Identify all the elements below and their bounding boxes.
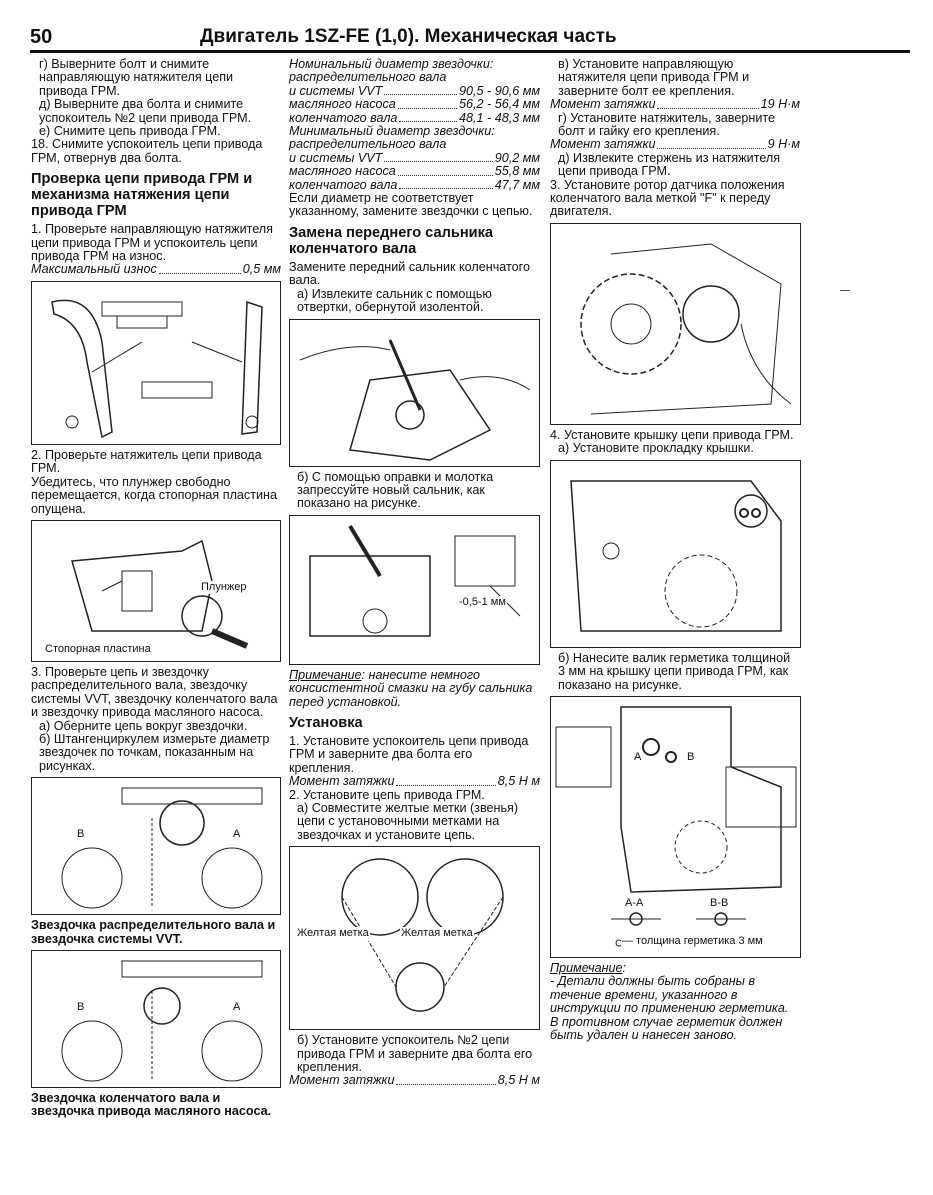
- step-wrap-chain: а) Оберните цепь вокруг звездочки.: [39, 718, 248, 733]
- seal-step-b: б) С помощью оправки и молотка запрессуй…: [297, 469, 494, 511]
- install-step-2c: в) Установите направляющую натяжителя це…: [558, 57, 750, 98]
- install-step-4: 4. Установите крышку цепи привода ГРМ.: [550, 427, 794, 442]
- sealant-drawing: [555, 706, 797, 947]
- figure-seal-remove: [289, 318, 540, 467]
- page-title: Двигатель 1SZ-FE (1,0). Механическая час…: [200, 26, 617, 47]
- install-step-4b: б) Нанесите валик герметика толщиной 3 м…: [558, 650, 791, 692]
- section-heading-seal: Замена переднего сальника коленчатого ва…: [289, 224, 494, 257]
- section-a-marker: A: [633, 750, 643, 765]
- seal-install-drawing: [309, 524, 521, 637]
- nominal-diameter-title: Номинальный диаметр звездочки:: [289, 57, 494, 71]
- section-b-marker: B: [686, 750, 696, 765]
- install-step-4a: а) Установите прокладку крышки.: [558, 441, 754, 456]
- guide-wear-drawing: [51, 299, 263, 438]
- page-header: 50 Двигатель 1SZ-FE (1,0). Механическая …: [30, 26, 910, 52]
- step-check-2: 2. Проверьте натяжитель цепи привода ГРМ…: [31, 447, 262, 476]
- chain-marks-drawing: [341, 858, 504, 1012]
- install-step-2a: а) Совместите желтые метки (звенья) цепи…: [297, 800, 519, 842]
- column-1: г) Выверните болт и снимите направляющую…: [31, 57, 281, 1119]
- seal-intro: Замените передний сальник коленчатого ва…: [289, 259, 530, 288]
- figure-gasket: [550, 459, 801, 648]
- step-check-3: 3. Проверьте цепь и звездочку распредели…: [31, 664, 278, 720]
- install-step-2e: д) Извлеките стержень из натяжителя цепи…: [558, 150, 781, 179]
- figure-crankshaft-sprocket: B A: [31, 949, 281, 1088]
- minimum-diameter-title: Минимальный диаметр звездочки:: [289, 124, 495, 139]
- camshaft-sprocket-drawing: [61, 787, 263, 909]
- header-rule: [30, 50, 910, 53]
- point-a-label: A: [232, 828, 242, 842]
- step-measure: б) Штангенциркулем измерьте диаметр звез…: [39, 731, 270, 773]
- crankshaft-sprocket-drawing: [61, 960, 263, 1082]
- page-number: 50: [30, 26, 53, 48]
- figure-tensioner: Плунжер Стопорная пластина: [31, 519, 281, 662]
- column-3: в) Установите направляющую натяжителя це…: [550, 57, 801, 1042]
- figure-guide-wear: [31, 280, 281, 445]
- scan-mark: [840, 290, 850, 291]
- figure-rotor: [550, 222, 801, 425]
- plunger-note: Убедитесь, что плунжер свободно перемеща…: [31, 474, 277, 516]
- sealant-thickness-label: — толщина герметика 3 мм: [621, 934, 764, 949]
- seal-note: Примечание: нанесите немного консистентн…: [289, 667, 533, 709]
- point-b-label: B: [76, 828, 86, 842]
- minimum-sub: распределительного вала: [289, 137, 447, 152]
- yellow-mark-label-2: Желтая метка: [400, 927, 474, 941]
- step-check-1: 1. Проверьте направляющую натяжителя цеп…: [31, 222, 273, 264]
- section-heading-install: Установка: [289, 714, 363, 731]
- gasket-drawing: [570, 479, 782, 632]
- lock-plate-label: Стопорная пластина: [44, 642, 152, 657]
- point-a-label: A: [232, 1000, 242, 1015]
- figure-camshaft-sprocket: B A: [31, 777, 281, 916]
- plunger-label: Плунжер: [200, 580, 248, 595]
- section-heading-check: Проверка цепи привода ГРМ и механизма на…: [31, 171, 253, 220]
- install-step-2: 2. Установите цепь привода ГРМ.: [289, 787, 485, 802]
- step-remove-guide: г) Выверните болт и снимите направляющую…: [39, 57, 234, 98]
- install-step-2b: б) Установите успокоитель №2 цепи привод…: [297, 1033, 533, 1074]
- seal-remove-drawing: [299, 338, 531, 461]
- install-step-2d: г) Установите натяжитель, заверните болт…: [558, 110, 775, 139]
- caption-crankshaft-sprocket: Звездочка коленчатого вала и звездочка п…: [31, 1090, 272, 1119]
- step-remove-damper2: д) Выверните два болта и снимите успокои…: [39, 97, 252, 125]
- caption-camshaft-sprocket: Звездочка распределительного вала и звез…: [31, 918, 276, 946]
- column-2: Номинальный диаметр звездочки: распредел…: [289, 57, 540, 1088]
- seal-step-a: а) Извлеките сальник с помощью отвертки,…: [297, 286, 492, 315]
- sealant-note: Примечание:- Детали должны быть собраны …: [550, 960, 789, 1042]
- figure-chain-marks: Желтая метка Желтая метка: [289, 846, 540, 1031]
- section-bb-label: B-B: [709, 896, 730, 911]
- section-aa-label: A-A: [624, 896, 645, 911]
- rotor-drawing: [580, 243, 792, 415]
- replace-note: Если диаметр не соответствует указанному…: [289, 191, 533, 219]
- depth-label: -0,5-1 мм: [458, 595, 507, 610]
- point-b-label: B: [76, 1000, 86, 1015]
- nominal-sub: распределительного вала: [289, 70, 447, 85]
- install-step-3: 3. Установите ротор датчика положения ко…: [550, 177, 785, 219]
- step-18: 18. Снимите успокоитель цепи привода ГРМ…: [31, 137, 263, 165]
- install-step-1: 1. Установите успокоитель цепи привода Г…: [289, 733, 529, 775]
- figure-sealant: A B A-A B-B — толщина герметика 3 мм: [550, 695, 801, 958]
- yellow-mark-label-1: Желтая метка: [296, 927, 370, 941]
- figure-seal-install: -0,5-1 мм: [289, 514, 540, 665]
- step-remove-chain: е) Снимите цепь привода ГРМ.: [39, 124, 221, 139]
